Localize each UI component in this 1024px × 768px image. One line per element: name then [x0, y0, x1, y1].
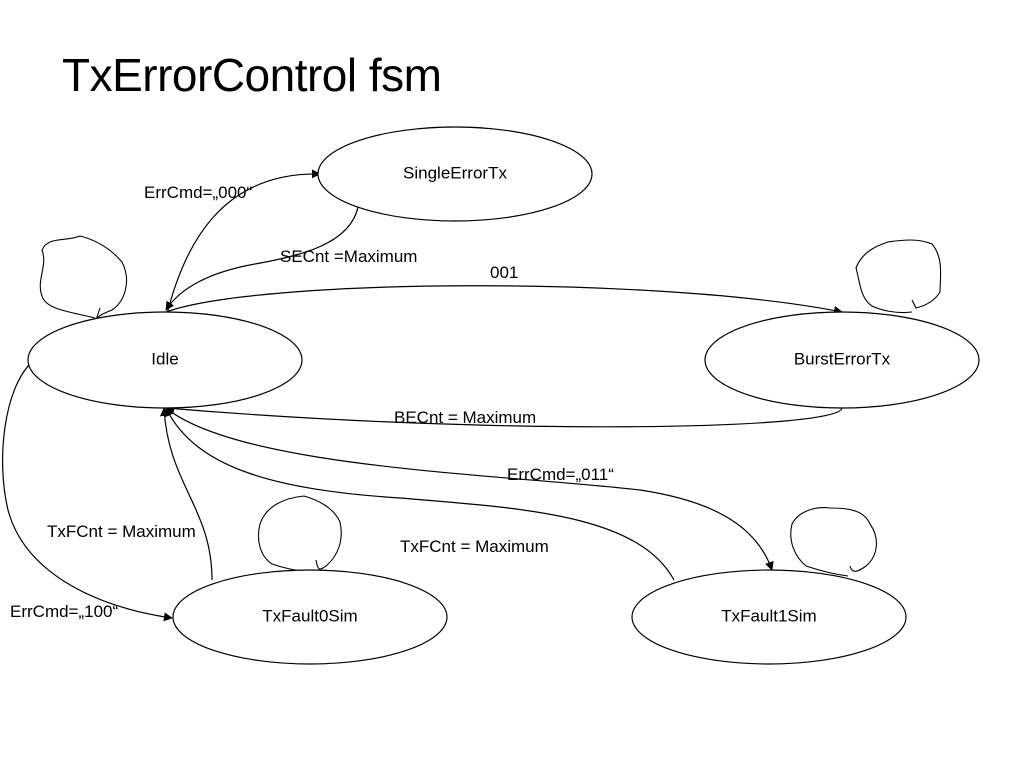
transition-label-idle-to-burst: 001	[490, 263, 518, 282]
transition-label-fault0-to-idle: TxFCnt = Maximum	[47, 522, 196, 541]
state-label: TxFault1Sim	[721, 606, 816, 625]
state-burst-error-tx: BurstErrorTx	[704, 311, 980, 409]
edge-idle-to-tx-fault1-sim	[165, 407, 774, 571]
state-label: Idle	[151, 349, 178, 368]
state-single-error-tx: SingleErrorTx	[317, 126, 593, 222]
self-loop-tx-fault1-sim	[790, 507, 877, 577]
state-idle: Idle	[27, 311, 303, 409]
edge-idle-to-single-error-tx	[165, 169, 321, 319]
state-tx-fault1-sim: TxFault1Sim	[631, 569, 907, 665]
edge-burst-error-tx-to-idle	[165, 404, 843, 428]
transition-label-idle-to-fault1: ErrCmd=„011“	[507, 465, 614, 484]
state-tx-fault0-sim: TxFault0Sim	[172, 569, 448, 665]
state-label: TxFault0Sim	[262, 606, 357, 625]
page-title: TxErrorControl fsm	[62, 49, 442, 101]
transition-label-idle-to-fault0: ErrCmd=„100“	[10, 602, 119, 621]
transition-label-burst-to-idle: BECnt = Maximum	[394, 408, 536, 427]
edge-tx-fault0-sim-to-idle	[159, 407, 213, 581]
edge-single-error-tx-to-idle	[165, 206, 359, 311]
self-loop-burst-error-tx	[855, 239, 942, 314]
edge-idle-to-tx-fault0-sim	[2, 361, 173, 622]
state-label: SingleErrorTx	[403, 163, 507, 182]
transition-label-single-to-idle: SECnt =Maximum	[280, 247, 417, 266]
transition-label-idle-to-single: ErrCmd=„000“	[144, 183, 253, 202]
edge-idle-to-burst-error-tx	[165, 285, 843, 315]
self-loop-tx-fault0-sim	[257, 495, 342, 573]
edge-tx-fault1-sim-to-idle	[165, 407, 675, 581]
state-label: BurstErrorTx	[794, 349, 891, 368]
self-loop-idle	[39, 235, 127, 321]
transition-label-fault1-to-idle: TxFCnt = Maximum	[400, 537, 549, 556]
